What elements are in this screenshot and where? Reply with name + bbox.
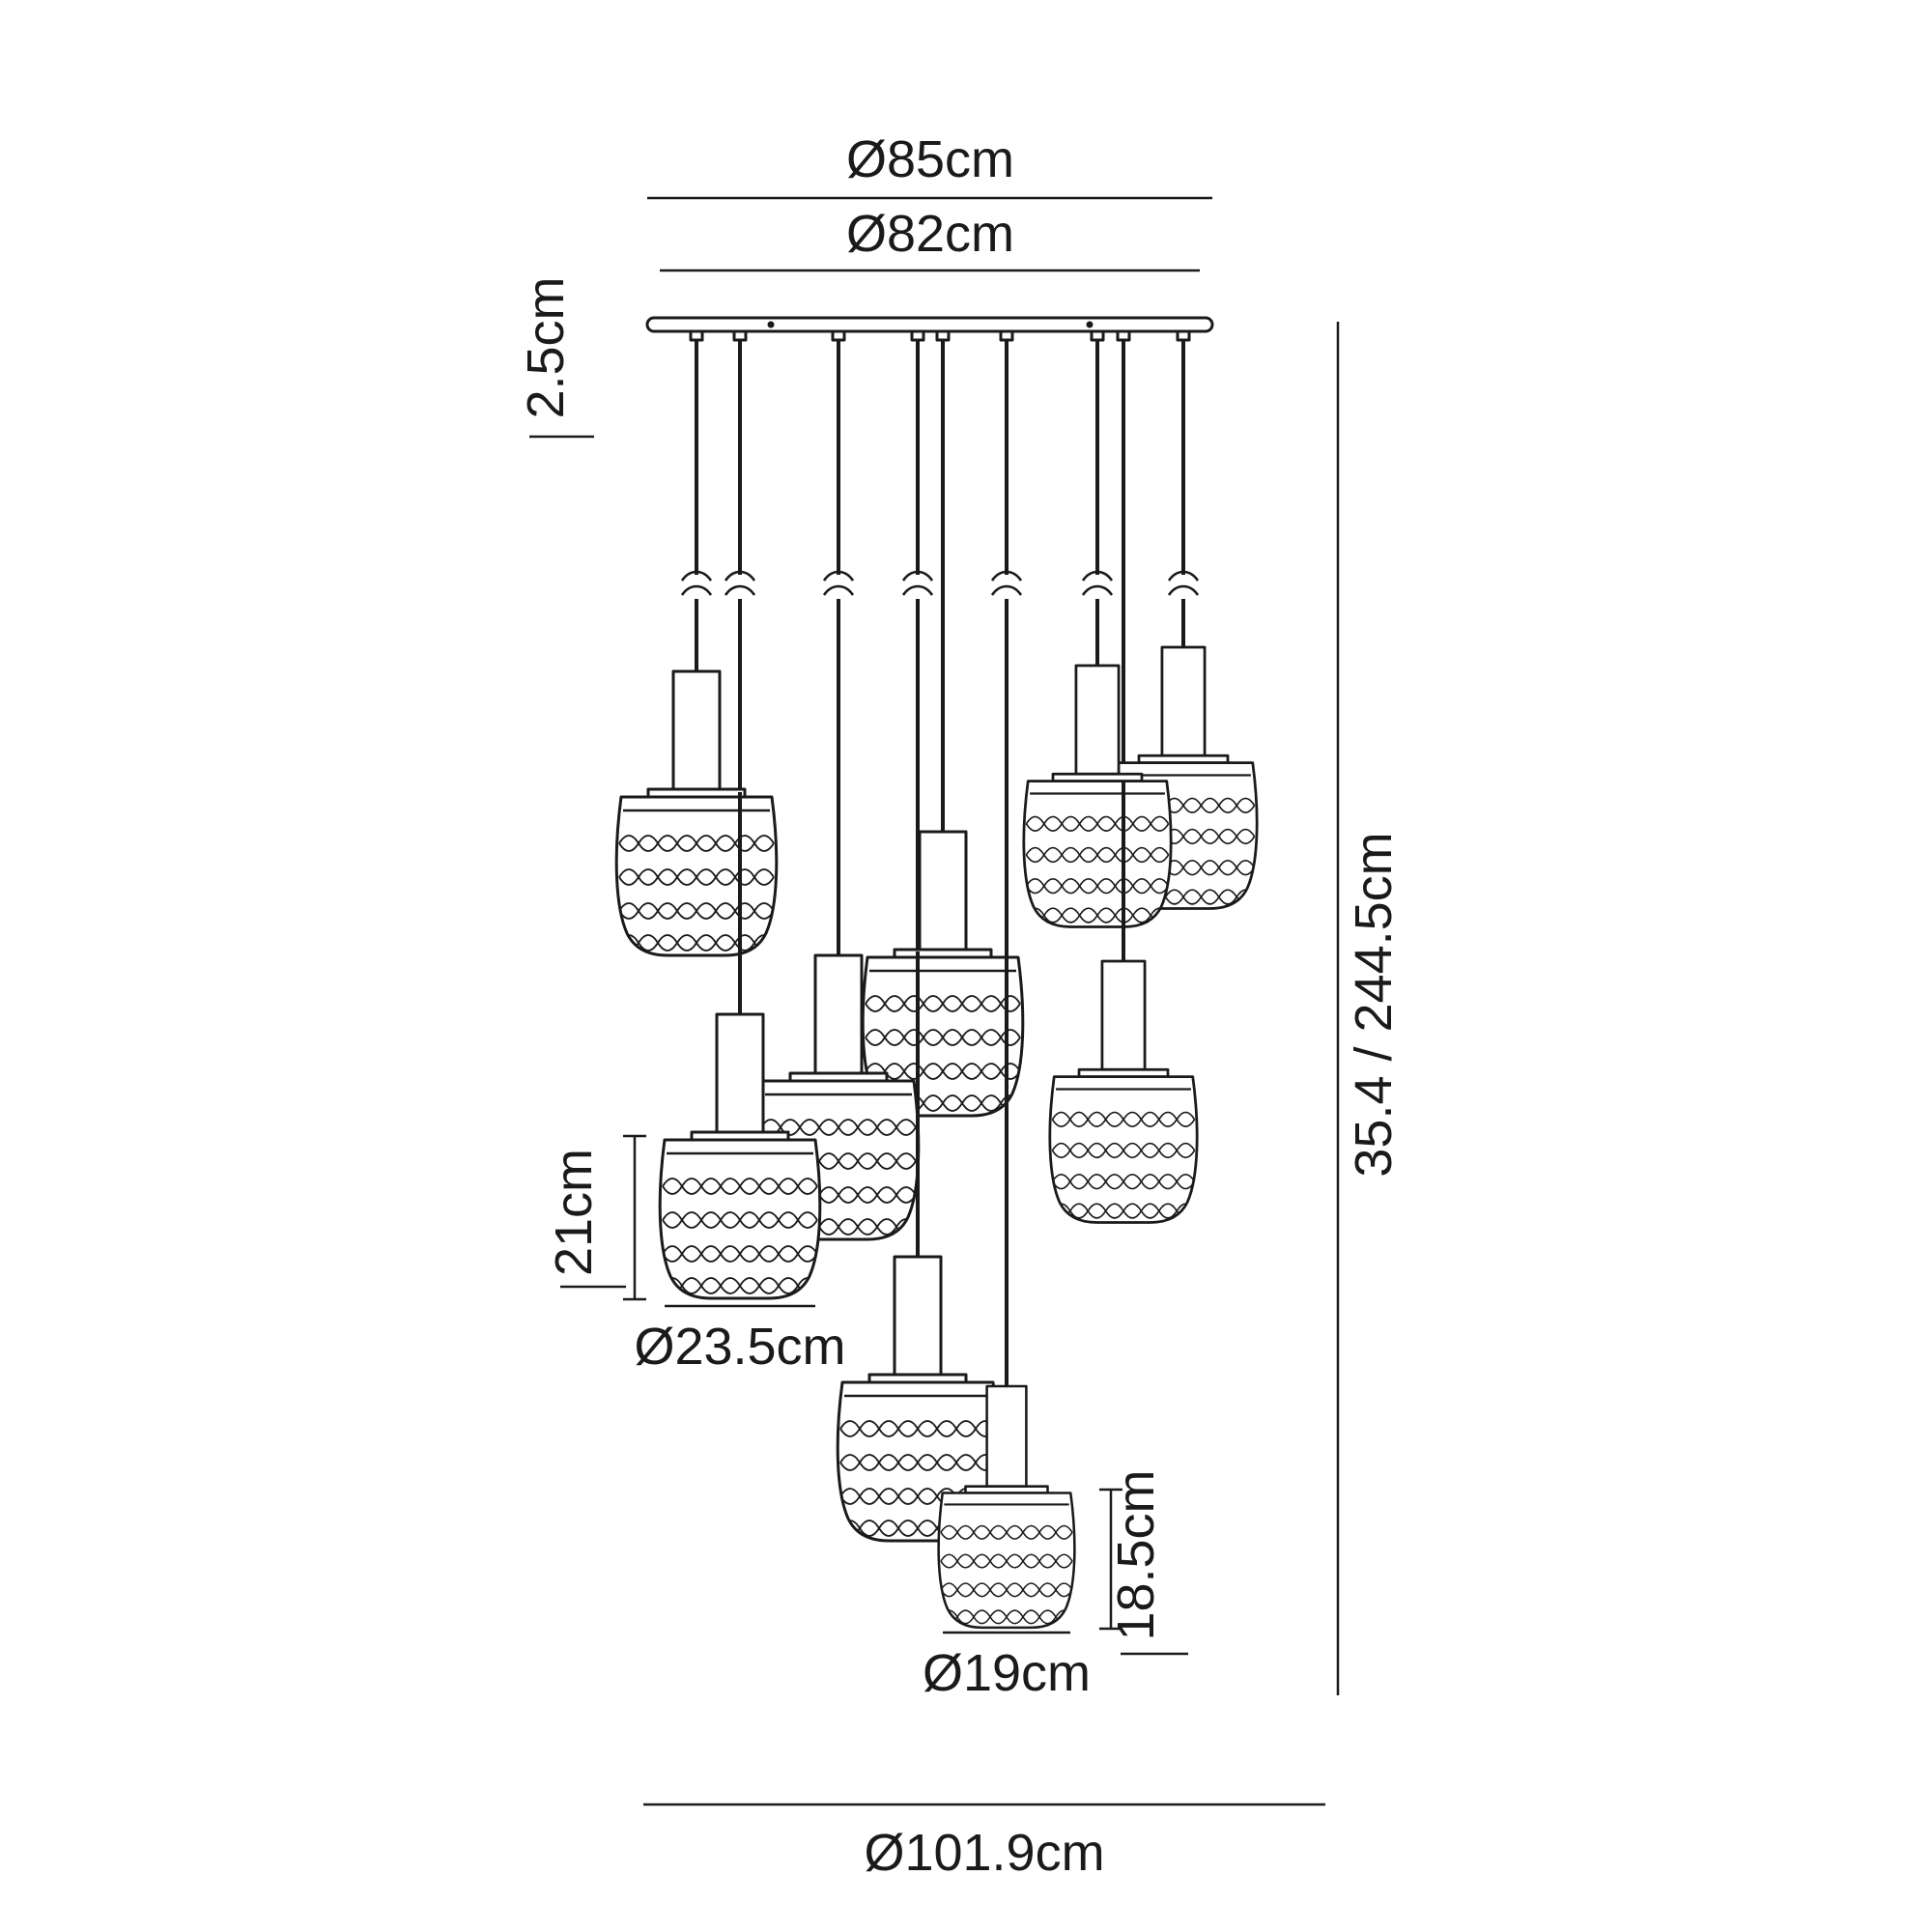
label-drop-range: 35.4 / 244.5cm <box>1345 832 1403 1177</box>
label-plate-height: 2.5cm <box>517 276 575 418</box>
dimension-annotations: Ø85cm Ø82cm 2.5cm 35.4 / 244.5cm 21cm Ø2… <box>517 130 1403 1882</box>
plate-screw <box>767 321 775 328</box>
pendant <box>616 671 777 955</box>
label-plate-width: Ø82cm <box>846 205 1014 263</box>
plate-screw <box>1086 321 1094 328</box>
cord-break-marks <box>680 570 1200 599</box>
pendant <box>1024 666 1171 926</box>
pendants <box>616 647 1257 1628</box>
label-small-shade-height: 18.5cm <box>1107 1469 1165 1640</box>
label-large-shade-diameter: Ø23.5cm <box>634 1318 845 1376</box>
label-overall-spread: Ø101.9cm <box>864 1824 1104 1882</box>
label-small-shade-diameter: Ø19cm <box>923 1644 1091 1702</box>
label-outer-width: Ø85cm <box>846 130 1014 188</box>
pendant <box>660 1014 820 1298</box>
label-large-shade-height: 21cm <box>545 1149 603 1276</box>
pendant <box>1050 961 1197 1222</box>
ceiling-plate <box>645 316 1214 342</box>
